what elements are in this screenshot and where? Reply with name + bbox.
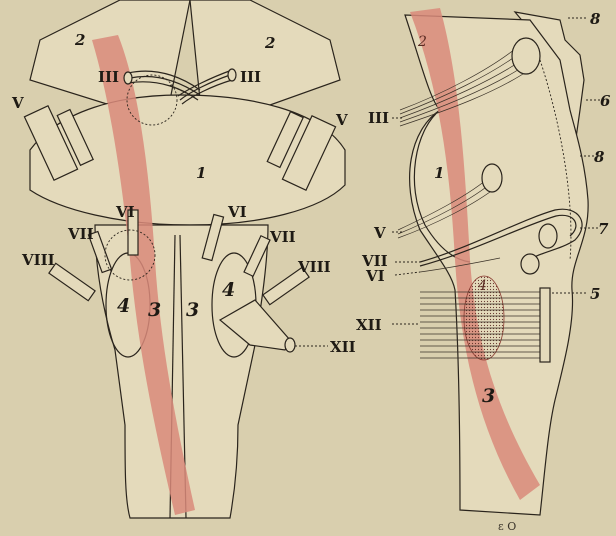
label-7: 7 [598, 220, 609, 238]
label-4-right: 4 [222, 279, 235, 301]
label-III-left: III [98, 68, 119, 86]
left-figure: 2 2 III III V V 1 VI VI VII VII VIII VII… [11, 0, 356, 518]
label-V-right-figure: V [373, 224, 386, 242]
label-VI-left: VI [115, 203, 135, 221]
label-8: 8 [594, 148, 605, 166]
label-2-right: 2 [264, 34, 275, 52]
label-XII-left-figure: XII [330, 338, 356, 356]
label-6: 6 [600, 92, 611, 110]
artist-signature: ε O [498, 520, 516, 533]
label-V-left: V [11, 94, 24, 112]
label-VII-left: VII [67, 225, 94, 243]
label-1-right-figure: 1 [434, 164, 444, 182]
label-XII-right-figure: XII [356, 316, 382, 334]
label-8-top: 8 [590, 10, 601, 28]
label-III-right: III [240, 68, 261, 86]
label-VIII-right: VIII [297, 258, 331, 276]
cerebral-peduncles [30, 0, 340, 105]
label-4-left: 4 [117, 295, 130, 317]
label-2-left: 2 [74, 31, 85, 49]
right-figure: 2 1 4 3 III V VII VI XII 8 6 8 7 5 ε O [356, 8, 611, 533]
label-1: 1 [196, 164, 206, 182]
label-III-right-figure: III [368, 109, 389, 127]
label-VII-right: VII [269, 228, 296, 246]
label-3-right: 3 [186, 299, 199, 321]
label-2-right-figure: 2 [417, 34, 427, 50]
label-4-right-figure: 4 [477, 278, 487, 294]
label-5: 5 [590, 285, 600, 303]
label-VI-right-figure: VI [365, 267, 385, 285]
label-3-right-figure: 3 [482, 385, 495, 407]
label-V-right: V [335, 111, 348, 129]
label-VI-right: VI [227, 203, 247, 221]
label-VIII-left: VIII [21, 251, 55, 269]
label-3-left: 3 [148, 299, 161, 321]
